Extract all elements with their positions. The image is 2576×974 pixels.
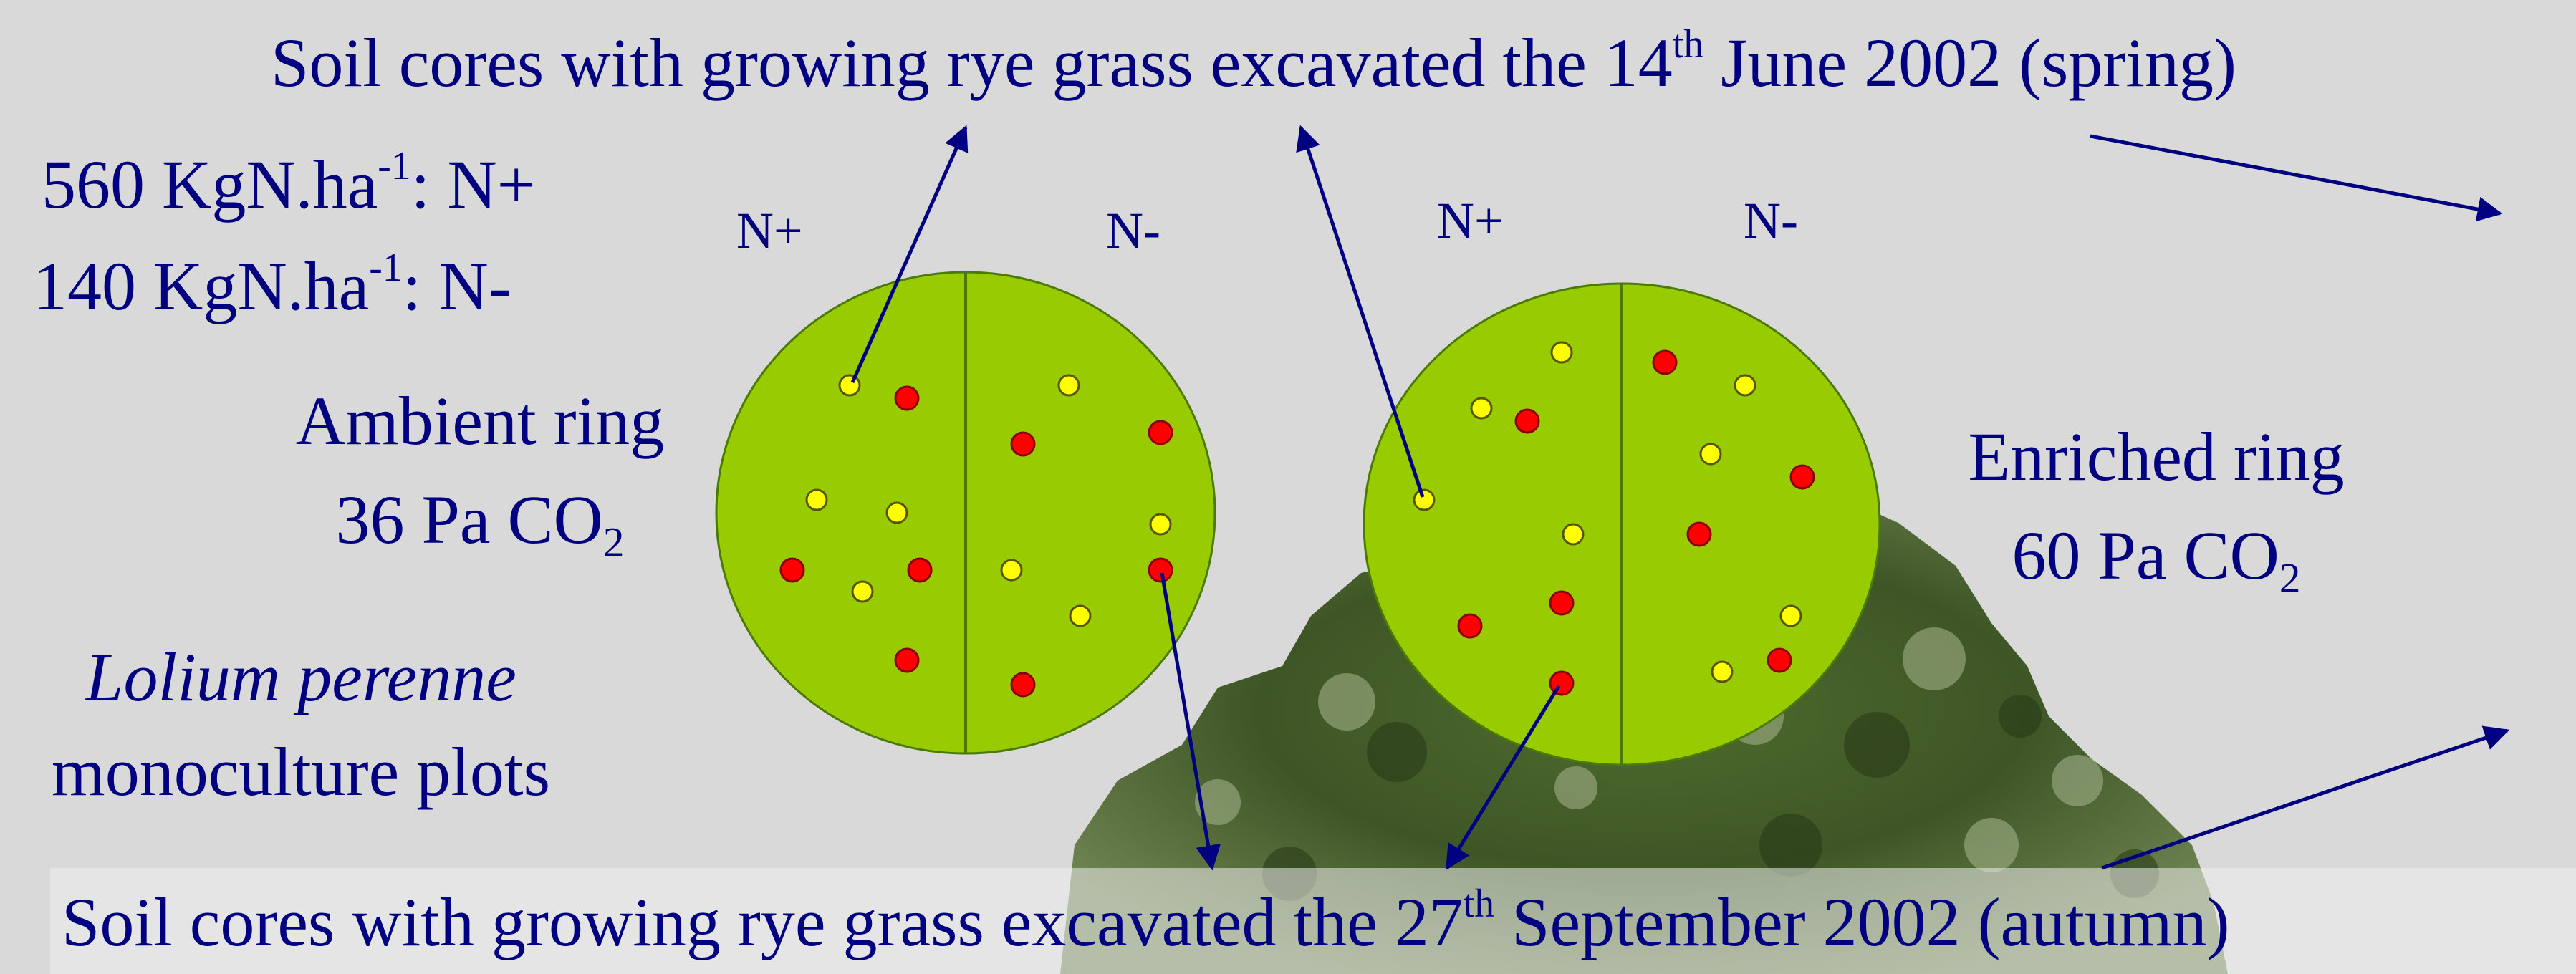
core-yellow	[805, 488, 828, 511]
ambient-ring-n-minus-label: N-	[1106, 202, 1160, 259]
core-yellow	[1734, 374, 1756, 397]
core-yellow	[1069, 604, 1092, 627]
enriched-ring-cores	[1413, 341, 1815, 696]
core-red	[1549, 590, 1575, 616]
core-red	[779, 557, 805, 583]
ambient-ring-n-plus-label: N+	[736, 202, 803, 259]
autumn-sampling-title: Soil cores with growing rye grass excava…	[62, 884, 2230, 957]
arrow-spring-right	[2090, 134, 2503, 222]
core-red	[894, 385, 920, 411]
core-yellow	[1562, 523, 1585, 546]
spring-title-sup: th	[1672, 21, 1704, 67]
core-yellow	[1779, 604, 1802, 627]
spring-sampling-title: Soil cores with growing rye grass excava…	[271, 24, 2236, 97]
core-red	[1789, 464, 1815, 490]
autumn-title-sup: th	[1463, 881, 1495, 926]
core-red	[1652, 349, 1678, 375]
core-yellow	[1057, 374, 1080, 397]
arrow-spring-ambient	[850, 125, 969, 384]
ambient-ring-co2: 36 Pa CO2	[258, 486, 702, 564]
core-red	[1514, 408, 1540, 434]
core-red	[907, 557, 933, 583]
core-red	[1457, 613, 1483, 639]
spring-title-date: June 2002 (spring)	[1703, 24, 2237, 101]
enriched-co2-text: 60 Pa CO	[2012, 517, 2279, 594]
core-yellow	[851, 580, 874, 603]
enriched-ring-title: Enriched ring	[1968, 418, 2345, 495]
core-yellow	[1550, 341, 1573, 364]
legend-n-plus-sup: -1	[378, 143, 411, 188]
enriched-ring-label: Enriched ring 60 Pa CO2	[1920, 418, 2393, 599]
spring-title-text: Soil cores with growing rye grass excava…	[271, 24, 1673, 101]
arrow-spring-enriched	[1296, 125, 1425, 498]
legend-n-plus-amount: 560 KgN.ha	[42, 146, 378, 223]
enriched-ring-n-minus-label: N-	[1744, 192, 1798, 249]
legend-n-plus-label: : N+	[410, 146, 536, 223]
core-yellow	[1699, 443, 1722, 466]
core-yellow	[838, 374, 861, 397]
legend-n-plus: 560 KgN.ha-1: N+	[42, 146, 536, 219]
legend-n-minus-sup: -1	[369, 245, 403, 290]
core-yellow	[1413, 488, 1436, 511]
species-plot-type: monoculture plots	[52, 733, 550, 810]
core-yellow	[885, 501, 908, 524]
enriched-ring-n-plus-label: N+	[1437, 192, 1504, 249]
core-yellow	[1470, 397, 1493, 420]
core-red	[1148, 420, 1173, 445]
core-yellow	[1149, 513, 1172, 536]
core-red	[1767, 647, 1792, 673]
core-red	[1148, 557, 1173, 583]
autumn-title-date: September 2002 (autumn)	[1494, 884, 2230, 960]
enriched-ring	[1363, 282, 1881, 766]
legend-n-minus: 140 KgN.ha-1: N-	[33, 248, 511, 321]
core-yellow	[1000, 559, 1023, 582]
core-red	[1686, 521, 1712, 547]
arrow-autumn-right	[2101, 725, 2510, 870]
ambient-ring-label: Ambient ring 36 Pa CO2	[258, 382, 702, 564]
core-red	[1010, 672, 1036, 698]
autumn-title-text: Soil cores with growing rye grass excava…	[62, 884, 1464, 960]
species-name: Lolium perenne	[85, 639, 516, 715]
core-red	[894, 647, 920, 673]
species-label: Lolium perenne monoculture plots	[0, 643, 602, 806]
legend-n-minus-label: : N-	[402, 248, 511, 324]
ambient-co2-text: 36 Pa CO	[335, 481, 603, 558]
enriched-ring-co2: 60 Pa CO2	[1920, 521, 2393, 599]
ambient-co2-sub: 2	[602, 519, 625, 566]
ambient-ring	[715, 271, 1216, 755]
ambient-ring-title: Ambient ring	[295, 382, 665, 459]
arrow-autumn-enriched	[1445, 685, 1561, 870]
enriched-co2-sub: 2	[2279, 554, 2301, 602]
arrow-autumn-ambient	[1160, 572, 1221, 871]
core-yellow	[1711, 660, 1734, 683]
core-red	[1010, 431, 1036, 457]
bottom-caption-band	[50, 868, 2576, 974]
ambient-ring-cores	[779, 374, 1173, 698]
legend-n-minus-amount: 140 KgN.ha	[33, 248, 370, 324]
arrows	[850, 125, 2510, 871]
